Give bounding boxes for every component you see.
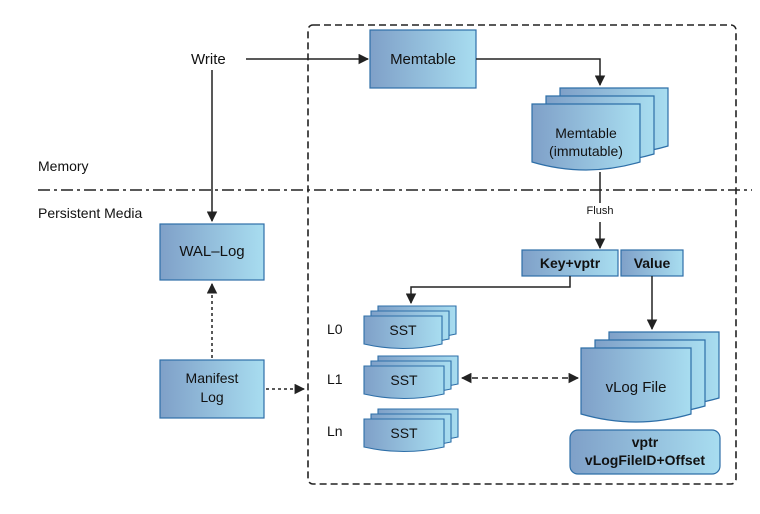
persistent-media-label: Persistent Media — [38, 205, 143, 221]
arrow-key-vptr-to-sst — [405, 276, 571, 305]
vlog-file-label: vLog File — [605, 379, 667, 396]
manifest-log-label-1: Manifest — [185, 370, 239, 386]
arrow-memtable-to-immutable — [476, 58, 606, 87]
memtable-immutable-label-2: (immutable) — [549, 143, 623, 159]
memtable-immutable-stack — [531, 87, 669, 171]
manifest-log-box — [159, 359, 265, 419]
sst-l0-label: SST — [389, 322, 417, 338]
key-vptr-box — [521, 249, 619, 277]
sst-stack-l1 — [363, 355, 459, 400]
manifest-log-label-2: Log — [200, 389, 224, 405]
flush-label: Flush — [586, 205, 614, 217]
memtable-box — [369, 29, 477, 89]
sst-stack-ln — [363, 408, 459, 453]
vptr-label-1: vptr — [631, 434, 659, 450]
wal-log-label: WAL–Log — [179, 243, 245, 260]
wal-log-box — [159, 223, 265, 281]
vlog-file-stack — [580, 331, 720, 423]
memtable-immutable-label-1: Memtable — [555, 125, 617, 141]
value-box — [620, 249, 684, 277]
level-l1-label: L1 — [327, 371, 343, 387]
write-label: Write — [191, 51, 226, 68]
storage-boundary — [307, 24, 737, 485]
vptr-box — [569, 429, 721, 475]
memory-label: Memory — [38, 158, 89, 174]
vptr-label-2: vLogFileID+Offset — [584, 452, 706, 468]
sst-l1-label: SST — [390, 372, 418, 388]
level-l0-label: L0 — [327, 321, 343, 337]
level-ln-label: Ln — [327, 423, 343, 439]
sst-ln-label: SST — [390, 425, 418, 441]
sst-stack-l0 — [363, 305, 457, 349]
memtable-label: Memtable — [390, 51, 456, 68]
key-vptr-label: Key+vptr — [539, 255, 601, 271]
value-label: Value — [633, 255, 671, 271]
